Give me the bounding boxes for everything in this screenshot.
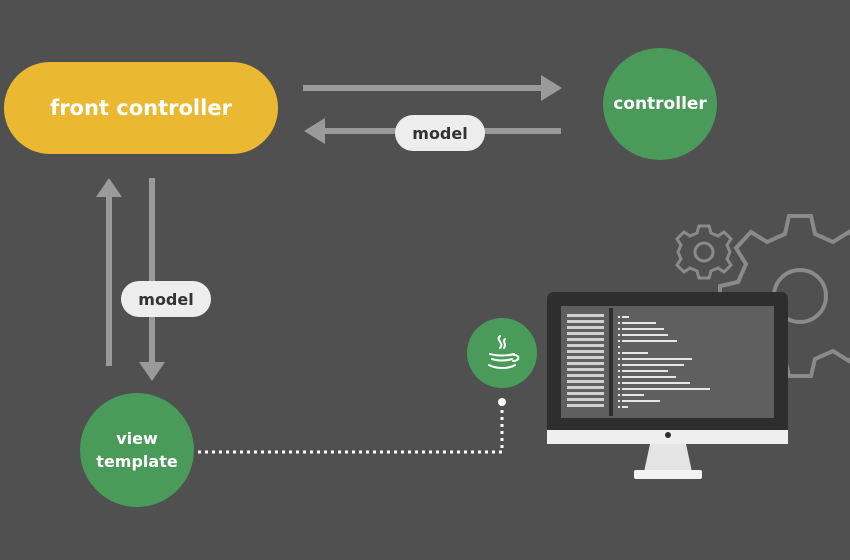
front-controller-label: front controller [50, 96, 232, 120]
java-icon [488, 335, 520, 369]
controller-label: controller [613, 94, 707, 114]
model-label-top: model [412, 123, 468, 143]
arrow-up-to-front-controller [96, 178, 122, 366]
view-template-label-line1: view [116, 429, 158, 448]
view-template-label-line2: template [96, 452, 178, 471]
front-controller-node: front controller [4, 62, 278, 154]
model-label-left: model [138, 289, 194, 309]
controller-node: controller [603, 48, 717, 160]
model-badge-top: model [395, 115, 485, 151]
dotted-connector [198, 398, 506, 454]
arrow-down-to-view [139, 178, 165, 381]
view-template-node: view template [80, 393, 194, 507]
monitor-icon [547, 292, 788, 479]
gear-icon [675, 224, 733, 280]
model-badge-left: model [121, 281, 211, 317]
java-node [467, 318, 537, 388]
arrow-to-controller [303, 75, 562, 101]
